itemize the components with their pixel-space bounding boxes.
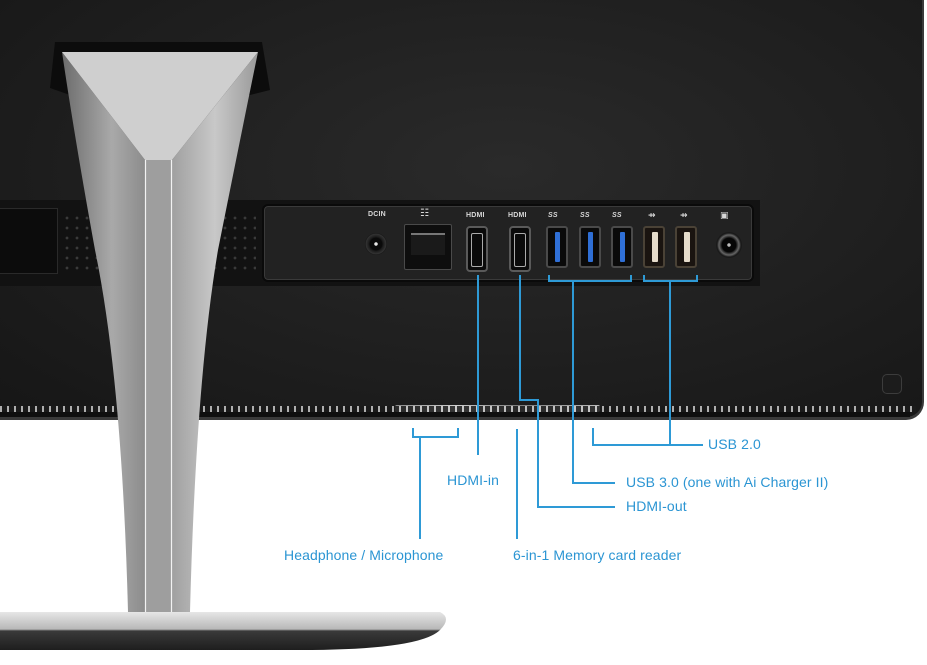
usb-icon: ⇸ [680, 210, 688, 220]
lock-icon: ▣ [720, 210, 729, 220]
usb2-port [643, 226, 665, 268]
usb2-bracket [643, 275, 645, 281]
usb3-leader [572, 280, 574, 483]
corner-button [882, 374, 902, 394]
hdmi-in-label: HDMI [466, 212, 485, 219]
usb2-bracket [696, 275, 698, 281]
usb2-leader [592, 428, 594, 445]
hdmi-in-port [466, 226, 488, 272]
usb3-label: SS [612, 212, 622, 219]
headphone-mic-callout: Headphone / Microphone [284, 547, 444, 563]
usb-icon: ⇸ [648, 210, 656, 220]
dc-in-port [365, 233, 387, 255]
hdmi-out-leader [537, 506, 615, 508]
card-reader-leader [516, 429, 518, 539]
hdmi-out-port [509, 226, 531, 272]
usb3-charge-label: SS [548, 212, 558, 219]
headphone-leader [419, 436, 421, 539]
bottom-edge-vent [0, 406, 916, 412]
usb2-port [675, 226, 697, 268]
usb3-bracket [548, 280, 632, 282]
usb3-leader [572, 482, 615, 484]
usb3-port [611, 226, 633, 268]
rear-port-panel [262, 204, 754, 282]
usb3-bracket [548, 275, 550, 281]
lan-port [404, 224, 452, 270]
usb3-callout: USB 3.0 (one with Ai Charger II) [626, 474, 829, 490]
hdmi-in-leader [477, 275, 479, 455]
hdmi-out-callout: HDMI-out [626, 498, 687, 514]
card-reader-callout: 6-in-1 Memory card reader [513, 547, 682, 563]
usb3-bracket [630, 275, 632, 281]
hdmi-out-leader [537, 399, 539, 507]
hdmi-out-label: HDMI [508, 212, 527, 219]
dc-in-label: DCIN [368, 211, 386, 218]
monitor-bottom-lip [0, 412, 910, 417]
hdmi-out-leader [519, 399, 539, 401]
headphone-bracket [457, 428, 459, 437]
usb2-leader [669, 280, 671, 445]
headphone-bracket [412, 436, 459, 438]
usb3-port [579, 226, 601, 268]
headphone-bracket [412, 428, 414, 437]
hdmi-in-callout: HDMI-in [447, 472, 500, 488]
usb2-callout: USB 2.0 [708, 436, 761, 452]
network-icon: ☷ [420, 208, 430, 219]
usb2-leader [592, 444, 703, 446]
usb3-charger-port [546, 226, 568, 268]
hdmi-out-leader [519, 275, 521, 400]
io-bar-cover [0, 208, 58, 274]
kensington-lock-port [716, 232, 742, 258]
usb3-label: SS [580, 212, 590, 219]
